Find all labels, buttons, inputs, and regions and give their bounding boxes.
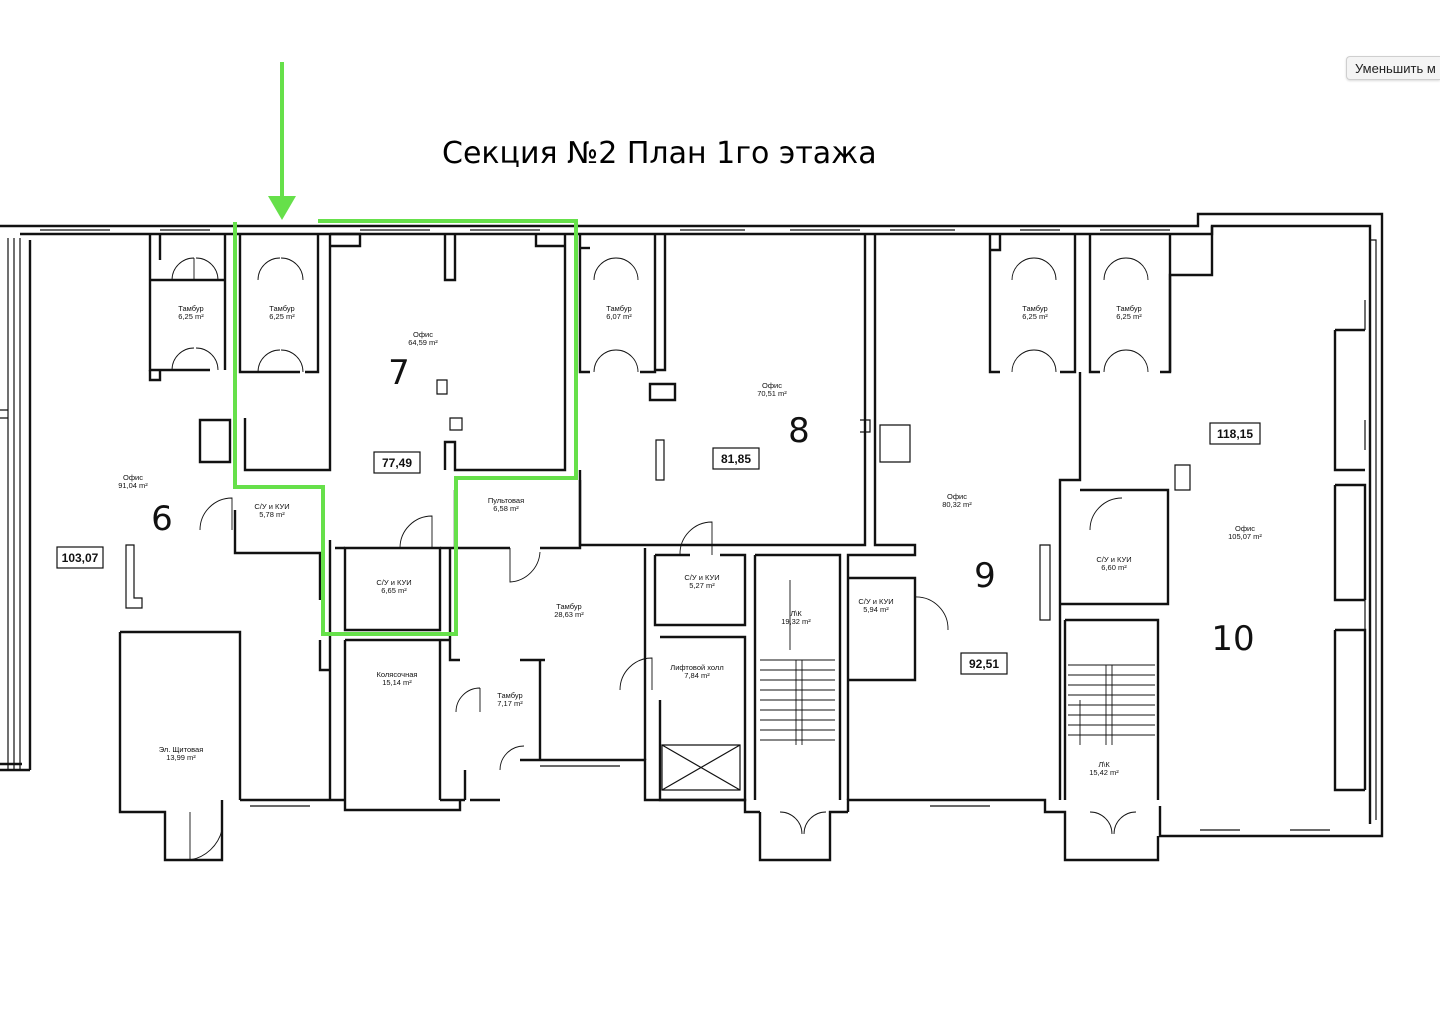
unit-number-7: 7: [388, 353, 410, 393]
unit-10-total: 118,15: [1217, 427, 1253, 441]
room-name: Тамбур: [556, 602, 581, 611]
door-swings: [171, 257, 1149, 861]
room-name: Офис: [762, 381, 782, 390]
room-name: Тамбур: [1116, 304, 1141, 313]
room-area: 28,63 m²: [554, 610, 584, 619]
room-name: Лифтовой холл: [670, 663, 723, 672]
room-name: С/У и КУИ: [376, 578, 411, 587]
room-area: 7,84 m²: [684, 671, 710, 680]
room-area: 5,78 m²: [259, 510, 285, 519]
room-area: 6,07 m²: [606, 312, 632, 321]
unit-total-areas: 103,07 77,49 81,85 92,51 118,15: [56, 422, 1261, 675]
room-area: 6,25 m²: [1116, 312, 1142, 321]
room-name: Тамбур: [1022, 304, 1047, 313]
room-area: 6,58 m²: [493, 504, 519, 513]
room-name: Л\К: [1098, 760, 1110, 769]
room-area: 6,25 m²: [269, 312, 295, 321]
room-name: С/У и КУИ: [1096, 555, 1131, 564]
unit-number-9: 9: [974, 556, 996, 596]
room-area: 5,27 m²: [689, 581, 715, 590]
unit-number-6: 6: [151, 499, 173, 539]
room-area: 105,07 m²: [1228, 532, 1262, 541]
room-area: 6,65 m²: [381, 586, 407, 595]
room-name: Эл. Щитовая: [159, 745, 204, 754]
room-area: 5,94 m²: [863, 605, 889, 614]
room-area: 6,25 m²: [1022, 312, 1048, 321]
room-labels: Тамбур 6,25 m² Тамбур 6,25 m² Офис 64,59…: [118, 304, 1262, 777]
room-area: 6,25 m²: [178, 312, 204, 321]
room-area: 91,04 m²: [118, 481, 148, 490]
room-name: Л\К: [790, 609, 802, 618]
room-area: 7,17 m²: [497, 699, 523, 708]
room-name: Офис: [413, 330, 433, 339]
room-area: 64,59 m²: [408, 338, 438, 347]
room-name: С/У и КУИ: [254, 502, 289, 511]
room-area: 15,14 m²: [382, 678, 412, 687]
interior-walls: [0, 226, 1367, 802]
unit-8-total: 81,85: [721, 452, 751, 466]
room-area: 70,51 m²: [757, 389, 787, 398]
pointer-arrow-icon: [268, 196, 296, 220]
unit-9-total: 92,51: [969, 657, 999, 671]
room-name: С/У и КУИ: [684, 573, 719, 582]
unit-7-outline: [233, 219, 578, 636]
room-name: Офис: [1235, 524, 1255, 533]
room-area: 15,42 m²: [1089, 768, 1119, 777]
room-name: Пультовая: [488, 496, 524, 505]
room-name: Колясочная: [377, 670, 418, 679]
highlighted-unit-7: [233, 62, 578, 636]
unit-number-8: 8: [788, 411, 810, 451]
unit-6-total: 103,07: [62, 551, 99, 565]
room-name: Тамбур: [269, 304, 294, 313]
zoom-out-button[interactable]: Уменьшить м: [1346, 56, 1440, 80]
room-area: 19,32 m²: [781, 617, 811, 626]
room-name: С/У и КУИ: [858, 597, 893, 606]
room-area: 80,32 m²: [942, 500, 972, 509]
plan-title: Секция №2 План 1го этажа: [442, 136, 877, 171]
room-name: Тамбур: [497, 691, 522, 700]
room-area: 13,99 m²: [166, 753, 196, 762]
unit-labels: 6 7 8 9 10: [151, 353, 1254, 659]
room-area: 6,60 m²: [1101, 563, 1127, 572]
room-name: Тамбур: [178, 304, 203, 313]
room-name: Офис: [123, 473, 143, 482]
unit-number-10: 10: [1211, 619, 1254, 659]
exterior-walls: [0, 212, 1384, 862]
room-name: Офис: [947, 492, 967, 501]
unit-7-total: 77,49: [382, 456, 412, 470]
room-name: Тамбур: [606, 304, 631, 313]
